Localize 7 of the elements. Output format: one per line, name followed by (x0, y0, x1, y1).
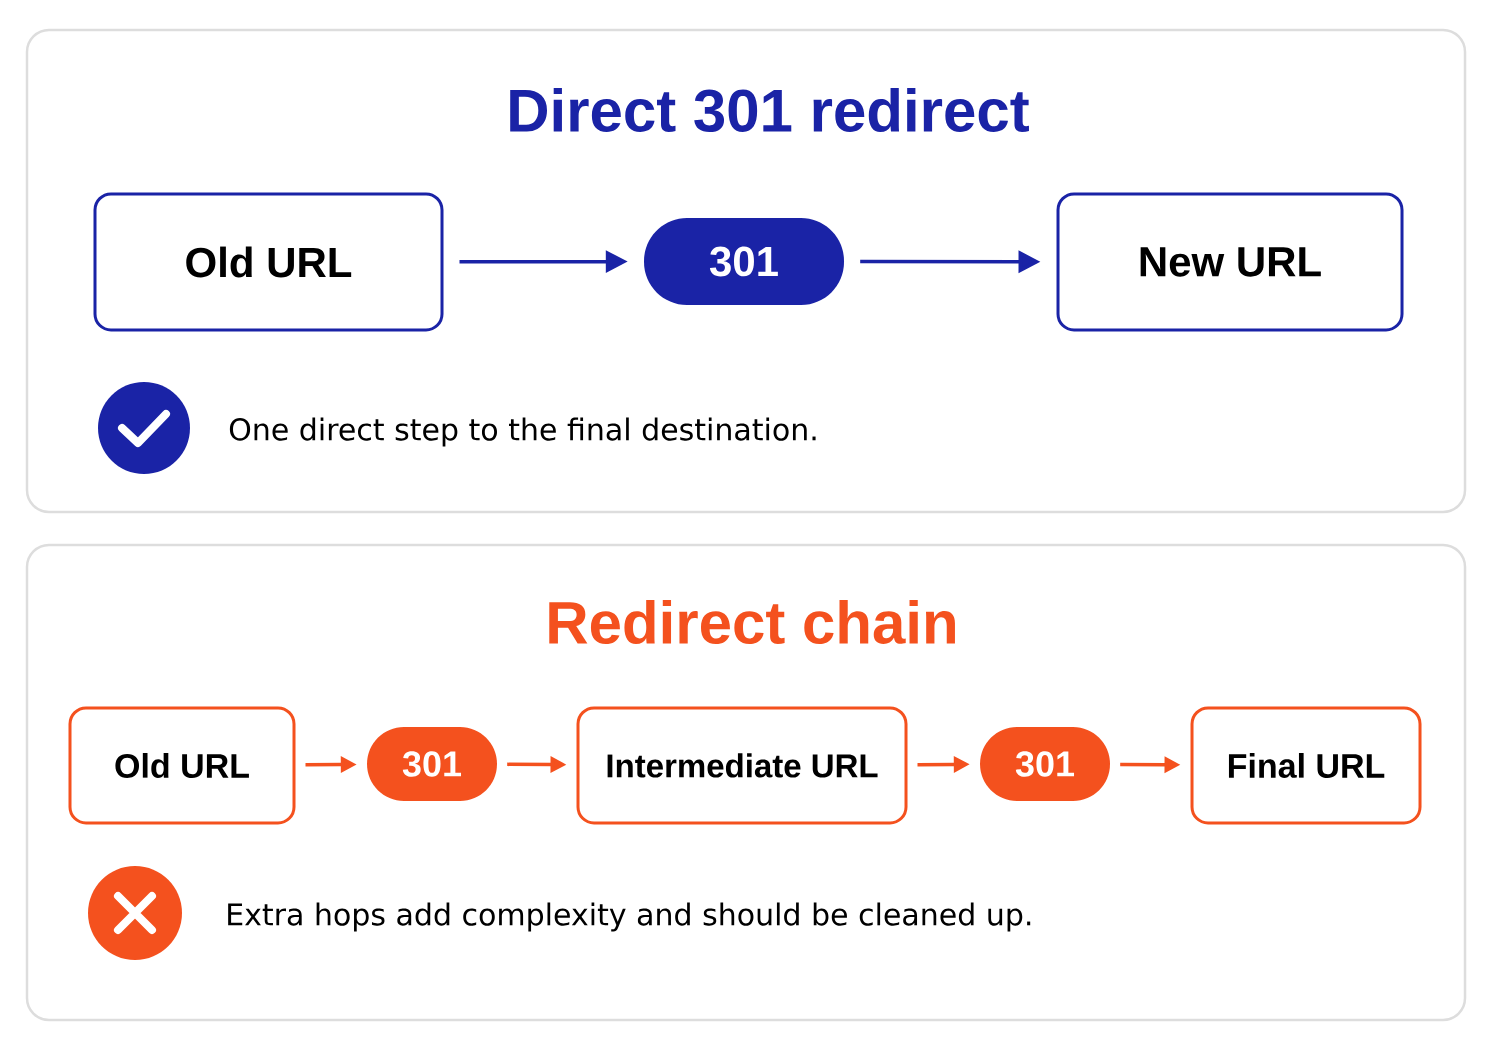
url-box: Old URL (93, 192, 444, 332)
status-pill: 301 (367, 727, 497, 801)
url-box: Final URL (1190, 706, 1422, 825)
url-box: Old URL (68, 706, 296, 825)
url-box: Intermediate URL (576, 706, 908, 825)
url-box: New URL (1056, 192, 1404, 332)
status-pill: 301 (980, 727, 1110, 801)
